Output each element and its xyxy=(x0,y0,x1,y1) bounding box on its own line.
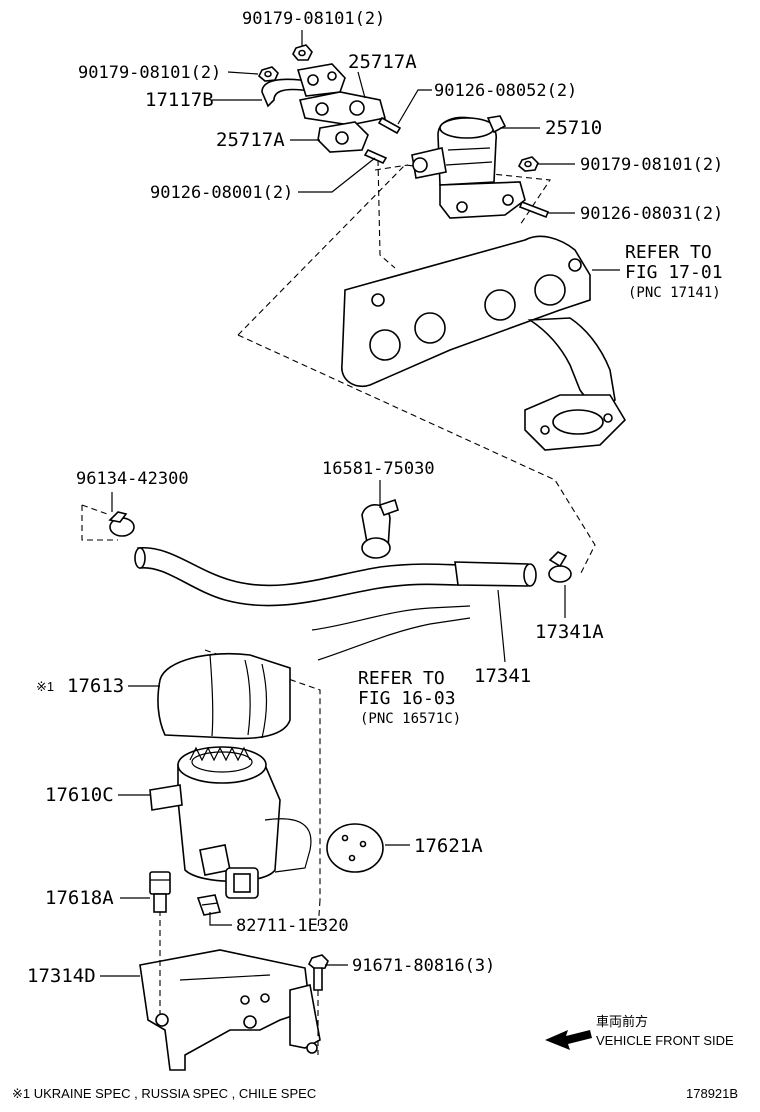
label-25717A-left: 25717A xyxy=(216,129,285,151)
gasket-25717A-upper xyxy=(298,91,387,126)
label-96134: 96134-42300 xyxy=(76,469,189,489)
footer-note: ※1 UKRAINE SPEC , RUSSIA SPEC , CHILE SP… xyxy=(12,1086,316,1101)
stud-90126-08052 xyxy=(377,116,402,135)
ref1-line2: FIG 17-01 xyxy=(625,262,723,283)
label-90179-top: 90179-08101(2) xyxy=(242,9,385,29)
air-switching-valve-25710 xyxy=(411,115,526,219)
label-17314D: 17314D xyxy=(27,965,96,987)
front-side-en: VEHICLE FRONT SIDE xyxy=(596,1033,734,1048)
label-90126-08031: 90126-08031(2) xyxy=(580,204,723,224)
bolt-91671 xyxy=(308,954,329,991)
nut-90179-top xyxy=(292,44,313,61)
exhaust-manifold xyxy=(341,235,627,451)
label-17117B: 17117B xyxy=(145,89,214,111)
clamp-82711 xyxy=(196,894,222,916)
front-direction-arrow-icon xyxy=(545,1030,592,1050)
pump-cover-17613 xyxy=(157,652,291,740)
label-90179-right: 90179-08101(2) xyxy=(580,155,723,175)
label-90179-left: 90179-08101(2) xyxy=(78,63,221,83)
label-17610C: 17610C xyxy=(45,784,114,806)
nut-90179-right xyxy=(518,156,539,172)
diagram-id: 178921B xyxy=(686,1086,738,1101)
hose-clamp-17341A xyxy=(548,551,572,583)
ref2-pnc: (PNC 16571C) xyxy=(360,711,461,727)
label-90126-08001: 90126-08001(2) xyxy=(150,183,293,203)
ref1-pnc: (PNC 17141) xyxy=(628,285,721,301)
dashed-boundary-top xyxy=(237,159,596,576)
ref2-line1: REFER TO xyxy=(358,668,445,689)
note-mark-17613: ※1 xyxy=(36,679,54,694)
label-25710: 25710 xyxy=(545,117,602,139)
air-hose-17341 xyxy=(134,547,537,607)
ref1-line1: REFER TO xyxy=(625,242,712,263)
dashed-boundary-bolt xyxy=(159,960,319,1055)
sensor-17618A xyxy=(149,871,171,913)
stud-90126-08031 xyxy=(518,200,550,219)
front-side-jp: 車両前方 xyxy=(596,1014,648,1029)
nut-90179-left xyxy=(258,66,279,82)
label-17341A: 17341A xyxy=(535,621,604,643)
hose-clamp-16581 xyxy=(361,498,399,559)
label-17618A: 17618A xyxy=(45,887,114,909)
label-17341: 17341 xyxy=(474,665,531,687)
label-25717A-top: 25717A xyxy=(348,51,417,73)
stud-90126-08001 xyxy=(363,148,388,165)
ref2-line2: FIG 16-03 xyxy=(358,688,456,709)
air-injection-pipe-17117B xyxy=(261,63,346,108)
label-82711: 82711-1E320 xyxy=(236,916,349,936)
pump-bracket-17314D xyxy=(139,949,321,1071)
reference-hose-16-03 xyxy=(311,605,471,661)
hose-clamp-96134 xyxy=(108,511,135,537)
label-17621A: 17621A xyxy=(414,835,483,857)
air-pump-17610C xyxy=(149,746,312,899)
gasket-25717A-lower xyxy=(317,121,369,153)
label-16581: 16581-75030 xyxy=(322,459,435,479)
sound-absorber-17621A xyxy=(326,823,384,873)
label-17613: 17613 xyxy=(67,675,124,697)
leader-lines xyxy=(100,30,620,977)
dashed-boundary-hose xyxy=(81,504,118,541)
label-91671: 91671-80816(3) xyxy=(352,956,495,976)
label-90126-08052: 90126-08052(2) xyxy=(434,81,577,101)
